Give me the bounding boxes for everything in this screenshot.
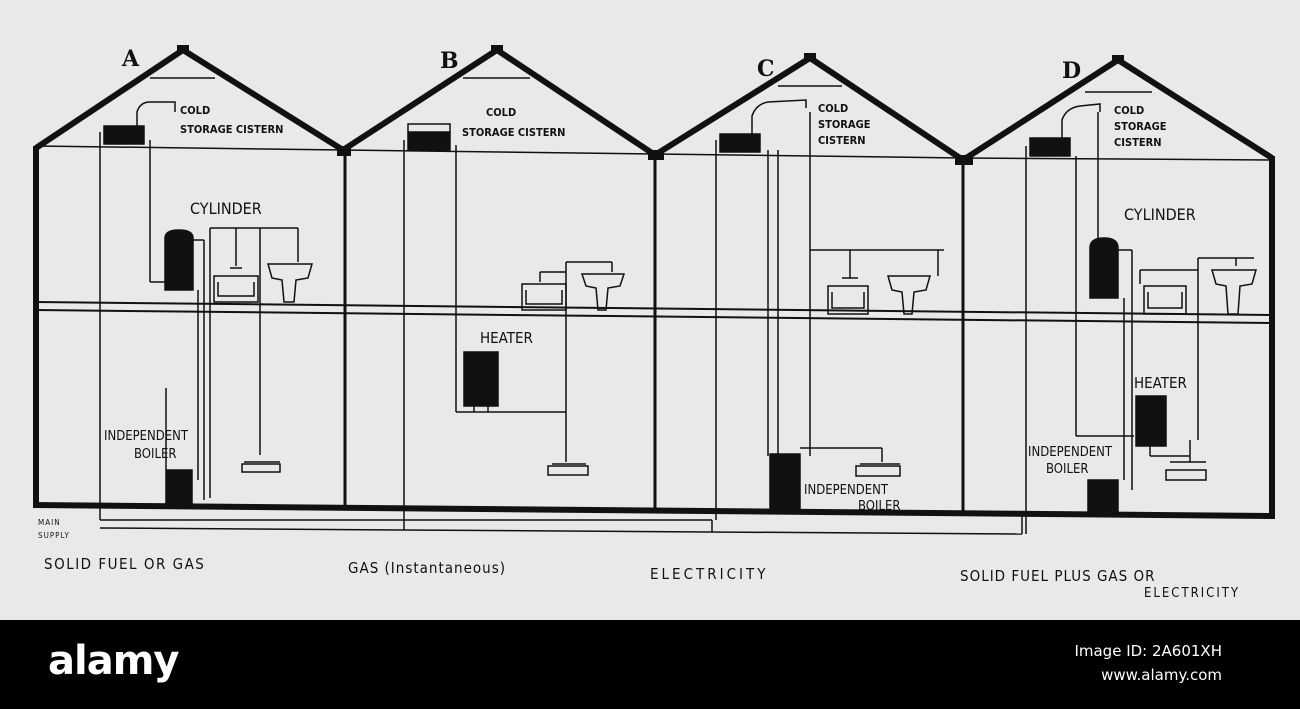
house-b-heater xyxy=(463,351,499,407)
house-c-boiler-label-2: BOILER xyxy=(858,499,900,514)
house-d-bath xyxy=(1143,285,1187,315)
house-a-cistern-label-2: STORAGE CISTERN xyxy=(180,123,283,136)
first-floor-upper xyxy=(35,301,1273,316)
house-c-boiler xyxy=(769,453,801,513)
house-a-bath xyxy=(213,275,259,303)
house-d-cistern-label-2: STORAGE xyxy=(1114,120,1167,133)
house-a-letter: A xyxy=(121,46,140,72)
house-d-cistern xyxy=(1029,137,1071,157)
house-a-sink xyxy=(241,463,281,473)
caption-d-2: ELECTRICITY xyxy=(1144,586,1240,601)
caption-b: GAS (Instantaneous) xyxy=(348,559,506,577)
house-c-bath xyxy=(827,285,869,315)
building-structure xyxy=(32,45,1276,535)
house-c-plumbing xyxy=(715,99,944,520)
image-id-text: Image ID: 2A601XH xyxy=(1074,642,1222,660)
house-c-cistern-label-2: STORAGE xyxy=(818,118,871,131)
watermark-footer: alamy Image ID: 2A601XH www.alamy.com xyxy=(0,620,1300,709)
house-c-cistern-label-3: CISTERN xyxy=(818,134,866,147)
house-d-cistern-label-1: COLD xyxy=(1114,104,1144,117)
house-c-cistern-label-1: COLD xyxy=(818,102,848,115)
house-c-letter: C xyxy=(757,56,775,82)
house-d-cistern-label-3: CISTERN xyxy=(1114,136,1162,149)
house-a-boiler xyxy=(165,469,193,505)
house-b-cistern-label-2: STORAGE CISTERN xyxy=(462,126,565,139)
house-a-boiler-label-2: BOILER xyxy=(134,447,176,462)
hot-water-systems-diagram: A B C D COLD STORAGE CISTERN CYLINDER IN… xyxy=(32,45,1276,601)
house-b-cistern xyxy=(407,131,451,151)
house-c-sink xyxy=(855,465,901,477)
alamy-logo: alamy xyxy=(48,638,179,684)
house-d-boiler-label-1: INDEPENDENT xyxy=(1028,445,1113,460)
house-b-bath xyxy=(521,283,567,311)
house-d-basin xyxy=(1211,269,1257,315)
main-supply-label-2: SUPPLY xyxy=(38,531,70,540)
house-b-heater-label: HEATER xyxy=(480,329,533,347)
house-a-boiler-label-1: INDEPENDENT xyxy=(104,429,189,444)
roof-c xyxy=(653,54,965,163)
house-b-sink xyxy=(547,465,589,476)
house-d-heater-label: HEATER xyxy=(1134,374,1187,392)
house-d-sink xyxy=(1165,469,1207,481)
house-a-basin xyxy=(267,263,313,303)
house-b-letter: B xyxy=(440,48,459,74)
footer-url-text: www.alamy.com xyxy=(1101,666,1222,684)
main-supply-label-1: MAIN xyxy=(38,518,61,527)
house-d-cylinder-label: CYLINDER xyxy=(1124,205,1196,224)
ground-line xyxy=(32,502,1276,519)
house-d-letter: D xyxy=(1062,58,1081,84)
first-floor-lower xyxy=(35,309,1273,324)
house-d-boiler-label-2: BOILER xyxy=(1046,462,1088,477)
house-a-cistern xyxy=(103,125,145,145)
house-a-cylinder-label: CYLINDER xyxy=(190,199,262,218)
house-c-cistern xyxy=(719,133,761,153)
house-b-cistern-label-1: COLD xyxy=(486,106,516,119)
house-d-heater xyxy=(1135,395,1167,447)
house-d-plumbing xyxy=(1025,103,1257,534)
illustration-sheet: A B C D COLD STORAGE CISTERN CYLINDER IN… xyxy=(0,0,1300,620)
house-d-boiler xyxy=(1087,479,1119,515)
house-b-basin xyxy=(580,273,626,311)
house-b-plumbing xyxy=(403,123,626,520)
house-a-cylinder xyxy=(164,229,194,291)
house-a-cistern-label-1: COLD xyxy=(180,104,210,117)
house-c-boiler-label-1: INDEPENDENT xyxy=(804,483,889,498)
roof-b xyxy=(341,46,657,158)
caption-d-1: SOLID FUEL PLUS GAS OR xyxy=(960,567,1156,585)
house-d-cylinder xyxy=(1089,237,1119,299)
house-c-basin xyxy=(887,275,931,315)
caption-c: ELECTRICITY xyxy=(650,565,768,583)
caption-a: SOLID FUEL OR GAS xyxy=(44,555,205,573)
house-a-plumbing xyxy=(99,101,313,520)
